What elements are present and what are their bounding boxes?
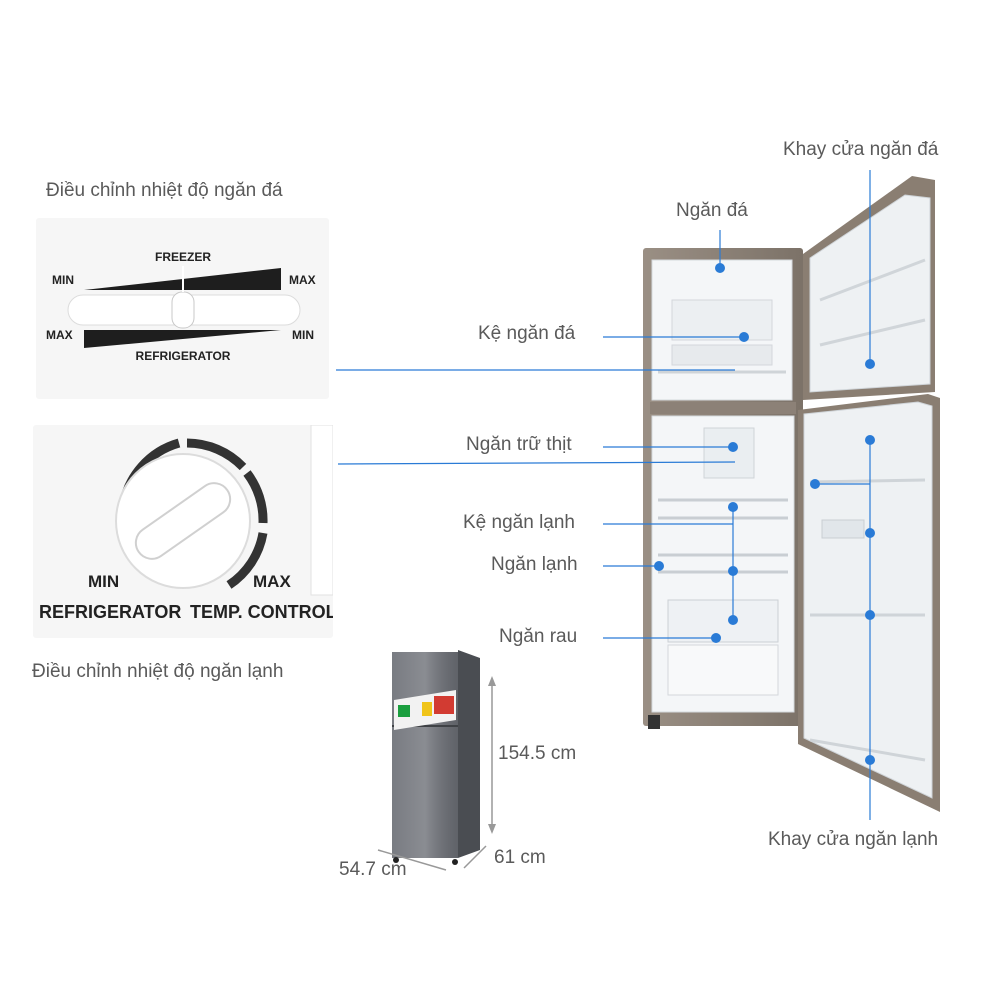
freezer-control-caption: Điều chỉnh nhiệt độ ngăn đá [46, 180, 283, 201]
callout-fridge: Ngăn lạnh [491, 554, 578, 575]
fridge-dial-graphic: MIN MAX REFRIGERATOR TEMP. CONTROL [39, 424, 337, 622]
callout-fridge-door-tray: Khay cửa ngăn lạnh [768, 829, 939, 850]
depth-dimension: 61 cm [494, 847, 546, 868]
dial-temp-control-label: TEMP. CONTROL [190, 602, 333, 622]
freezer-min-label: MIN [52, 273, 74, 287]
refrigerator-word: REFRIGERATOR [136, 349, 231, 363]
freezer-control-panel: FREEZER MIN MAX MAX MIN REFRIGERATOR [36, 218, 329, 399]
refrigerator-max-label: MAX [46, 328, 73, 342]
freezer-slider-graphic: FREEZER MIN MAX MAX MIN REFRIGERATOR [46, 250, 316, 363]
callout-freezer-door-tray: Khay cửa ngăn đá [783, 139, 939, 160]
callout-freezer: Ngăn đá [676, 200, 748, 221]
freezer-word: FREEZER [155, 250, 211, 264]
height-dimension: 154.5 cm [498, 743, 577, 764]
dial-max-label: MAX [253, 572, 291, 591]
callout-fridge-shelf: Kệ ngăn lạnh [463, 512, 575, 533]
freezer-max-label: MAX [289, 273, 316, 287]
fridge-control-panel: MIN MAX REFRIGERATOR TEMP. CONTROL [33, 424, 337, 638]
dial-min-label: MIN [88, 572, 119, 591]
fridge-control-caption: Điều chỉnh nhiệt độ ngăn lạnh [32, 661, 284, 682]
width-dimension: 54.7 cm [339, 859, 407, 880]
callout-meat-compartment: Ngăn trữ thịt [466, 434, 572, 455]
callout-freezer-shelf: Kệ ngăn đá [478, 323, 576, 344]
dial-refrigerator-label: REFRIGERATOR [39, 602, 181, 622]
refrigerator-min-label: MIN [292, 328, 314, 342]
callout-vegetable-drawer: Ngăn rau [499, 626, 578, 647]
